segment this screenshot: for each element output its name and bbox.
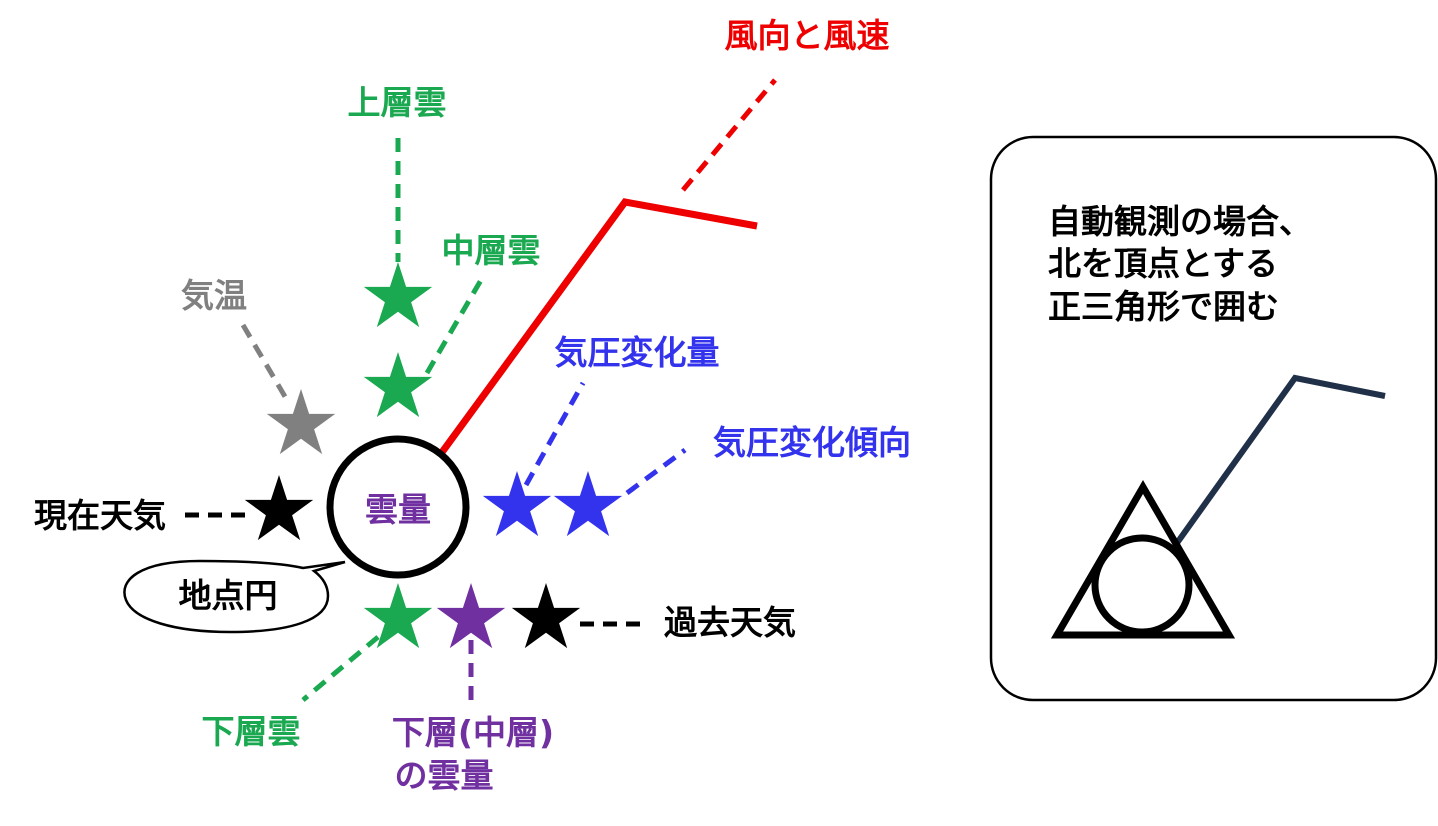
star-icon — [553, 471, 623, 537]
mid-cloud-group: 中層雲 — [363, 231, 541, 418]
star-icon — [436, 583, 506, 649]
star-icon — [244, 475, 314, 541]
station-circle — [326, 435, 470, 579]
star-icon — [266, 389, 336, 455]
low-mid-cloud-amount-group: 下層(中層) の雲量 — [392, 583, 554, 795]
pressure-change-group: 気圧変化量 — [482, 333, 720, 537]
wind-barb — [437, 198, 758, 458]
temperature-label: 気温 — [181, 276, 247, 315]
station-circle-label: 地点円 — [179, 576, 278, 615]
auto-wind-barb — [1174, 374, 1386, 545]
low-mid-cloud-amount-label-line1: 下層(中層) — [392, 713, 554, 752]
star-icon — [511, 583, 581, 649]
present-weather-label: 現在天気 — [34, 496, 166, 535]
wind-leader-line — [681, 78, 777, 192]
station-circle-callout — [123, 559, 346, 634]
pressure-tendency-leader-line — [625, 447, 687, 496]
auto-station-circle — [1091, 534, 1193, 636]
pressure-tendency-group: 気圧変化傾向 — [553, 423, 911, 537]
temperature-leader-line — [240, 323, 290, 402]
wind-symbol: 風向と風速 — [437, 16, 890, 458]
temperature-group: 気温 — [181, 276, 336, 455]
mid-cloud-leader-line — [424, 278, 484, 375]
star-icon — [363, 262, 433, 328]
past-weather-label: 過去天気 — [664, 603, 796, 642]
cloud-amount-label: 雲量 — [365, 490, 431, 529]
auto-note-line2: 北を頂点とする — [1048, 244, 1278, 283]
high-cloud-group: 上層雲 — [348, 83, 447, 328]
low-cloud-leader-line — [301, 635, 380, 702]
past-weather-group: 過去天気 — [511, 583, 796, 649]
wind-label: 風向と風速 — [725, 16, 890, 55]
pressure-change-leader-line — [523, 381, 586, 487]
auto-note-line1: 自動観測の場合、 — [1048, 202, 1312, 241]
station-circle-group: 雲量 地点円 — [123, 435, 470, 634]
pressure-change-label: 気圧変化量 — [555, 333, 720, 372]
star-icon — [363, 352, 433, 418]
low-cloud-label: 下層雲 — [202, 712, 301, 751]
high-cloud-label: 上層雲 — [348, 83, 447, 122]
present-weather-group: 現在天気 — [34, 475, 314, 541]
pressure-tendency-label: 気圧変化傾向 — [713, 423, 911, 462]
low-mid-cloud-amount-label-line2: の雲量 — [395, 756, 494, 795]
star-icon — [482, 471, 552, 537]
auto-note-line3: 正三角形で囲む — [1048, 287, 1279, 326]
mid-cloud-label: 中層雲 — [442, 231, 541, 270]
low-cloud-group: 下層雲 — [202, 583, 433, 751]
auto-observation-panel: 自動観測の場合、 北を頂点とする 正三角形で囲む — [989, 135, 1438, 702]
